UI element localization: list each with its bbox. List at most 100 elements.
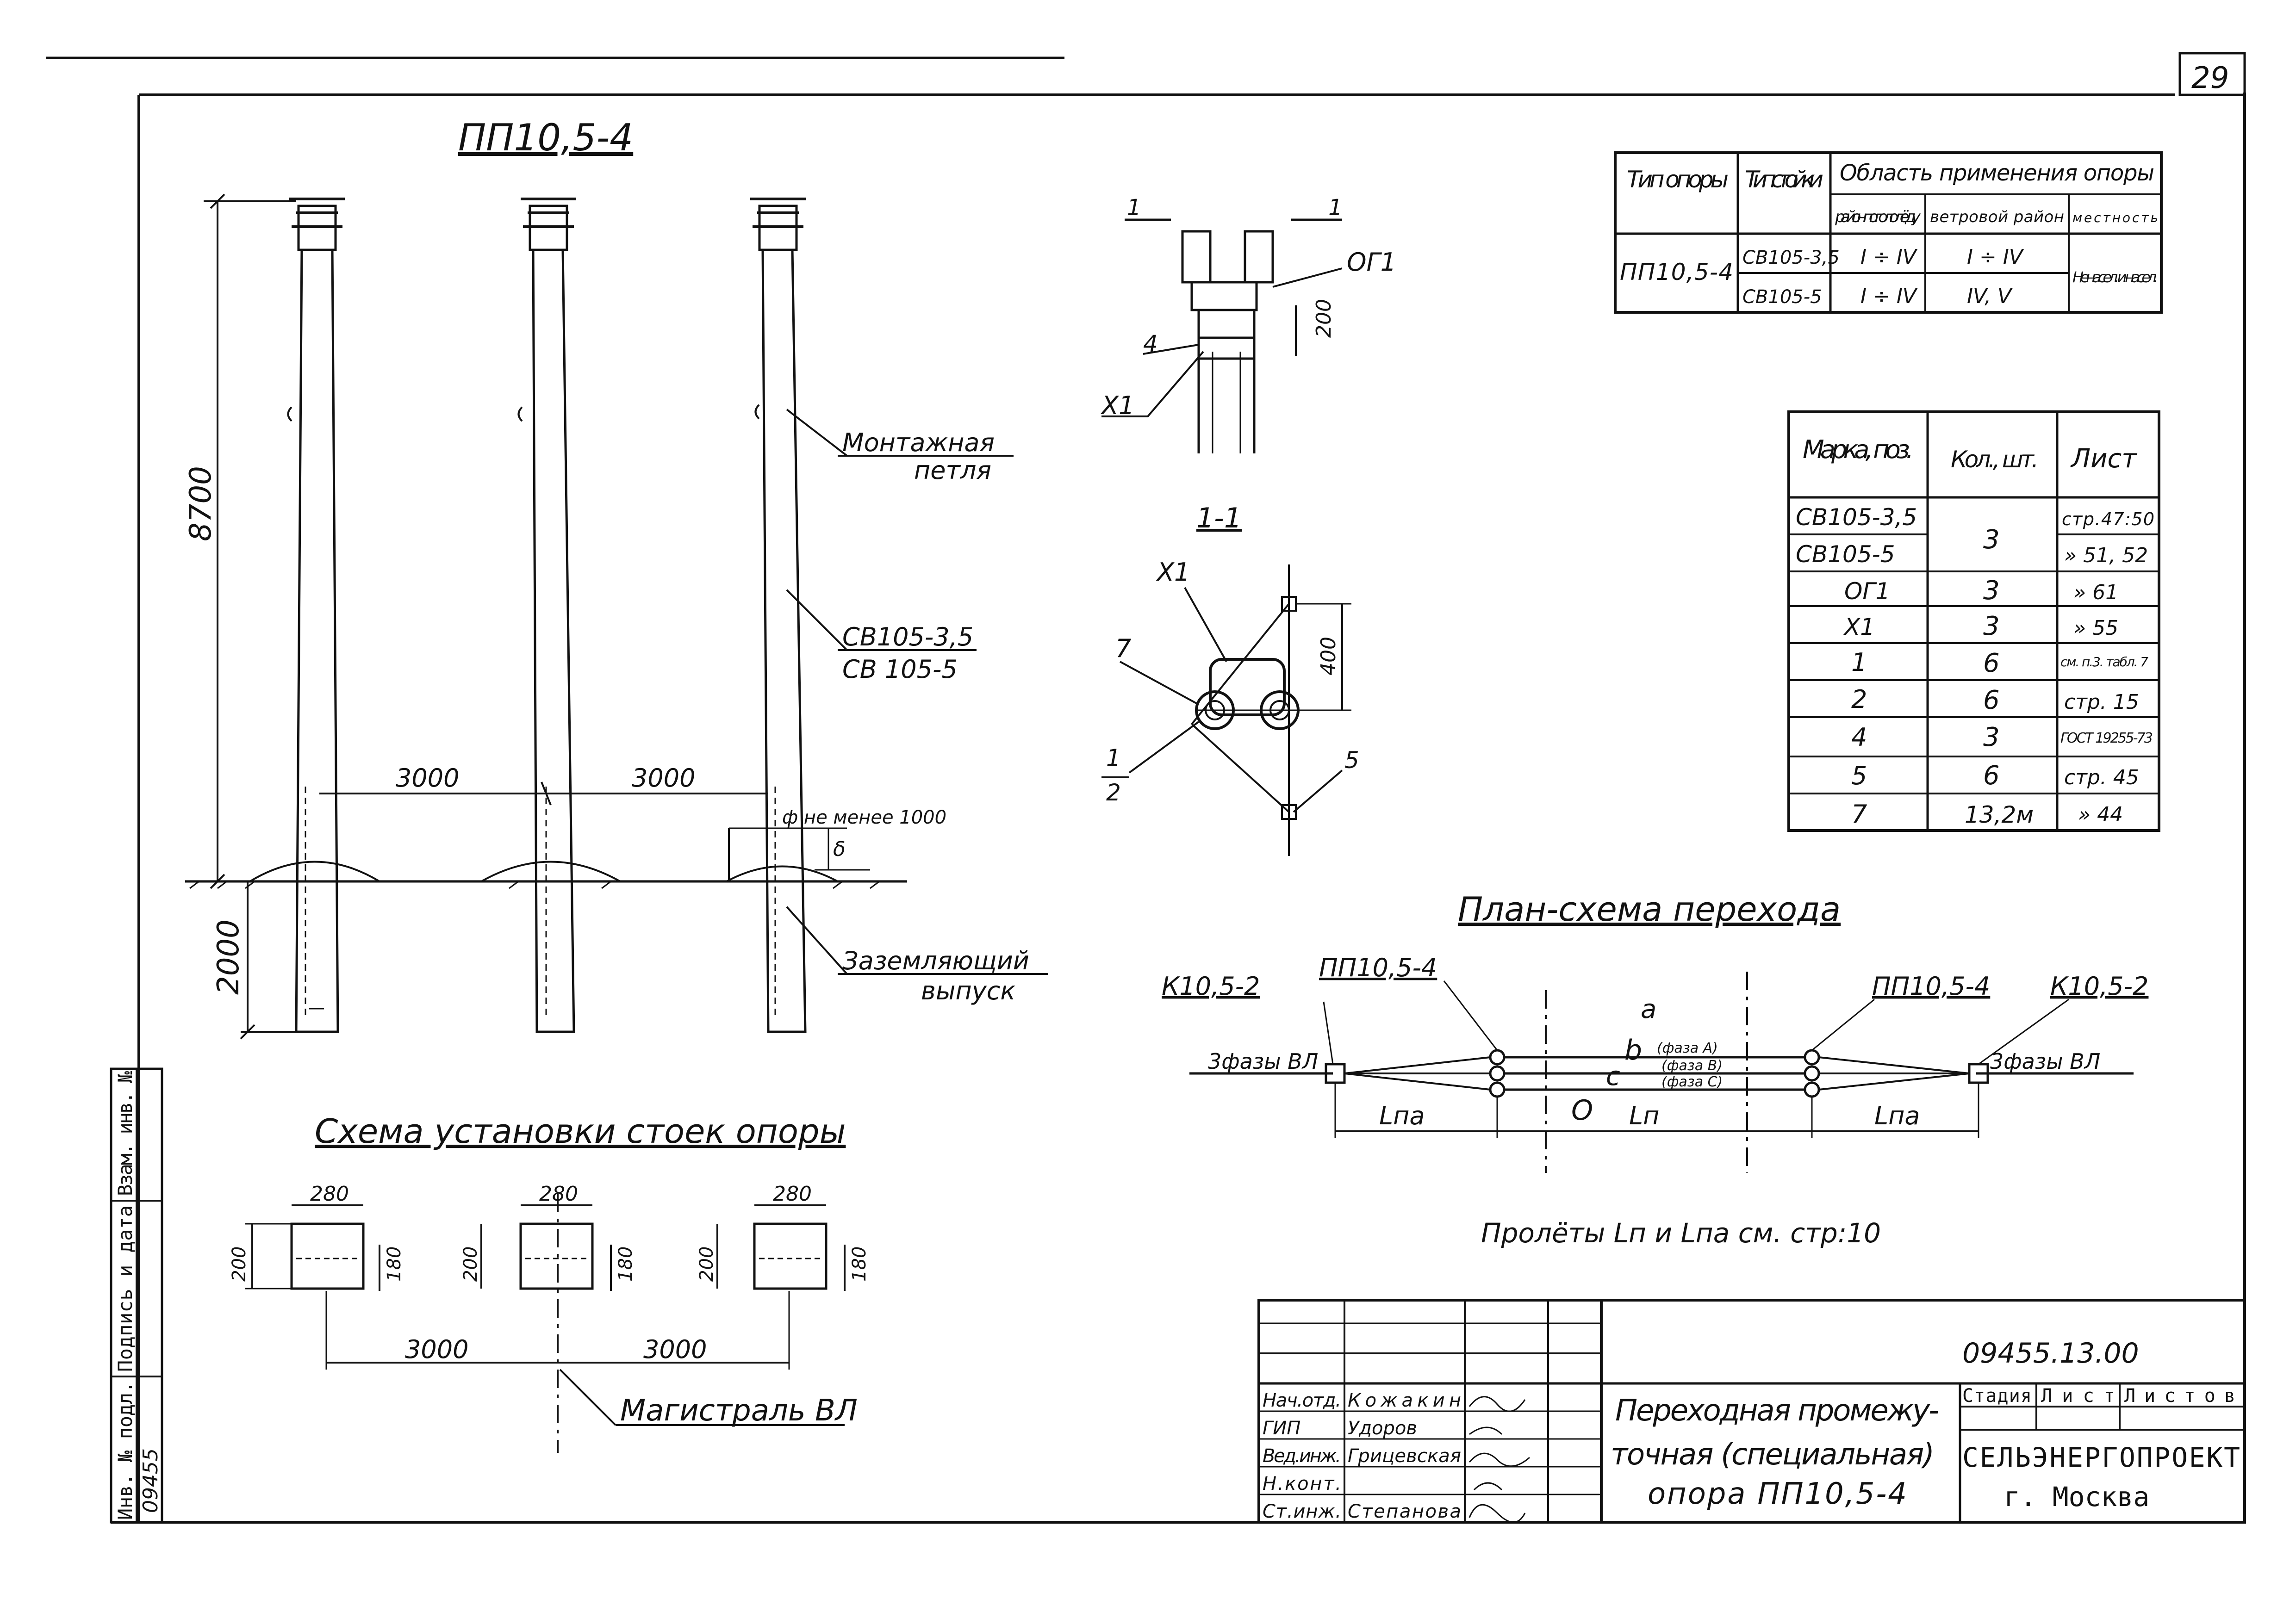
t2-qty-5: 6 — [1983, 648, 2000, 678]
stand-type-2: СВ 105-5 — [842, 655, 958, 684]
stamp-sign-date: Подпись и дата — [114, 1205, 137, 1372]
view-mark-left: 1 — [1127, 195, 1141, 221]
t2-qty-9: 13,2м — [1965, 801, 2034, 828]
name-5: Степанова — [1348, 1501, 1461, 1522]
delta-label: δ — [833, 837, 846, 861]
t2-mark-6: 2 — [1851, 685, 1867, 714]
pp-left: ПП10,5-4 — [1319, 953, 1437, 982]
stamp-inv-value: 09455 — [139, 1448, 162, 1513]
t2-sheet-5: см. п.3. табл. 7 — [2060, 654, 2148, 670]
t1-h-ice: район по гололёду — [1835, 208, 1921, 226]
t1-h-terrain: местность — [2072, 210, 2158, 225]
name-1: Кожакин — [1348, 1390, 1461, 1411]
section-1-1: 1-1 400 Х1 7 1 2 5 — [1101, 502, 1359, 856]
org-city: г. Москва — [2004, 1481, 2149, 1513]
sheets-label: Листов — [2124, 1385, 2235, 1407]
span-2: 3000 — [643, 1335, 707, 1364]
lp-label: Lп — [1629, 1101, 1659, 1130]
span-1: 3000 — [405, 1335, 468, 1364]
phases-left: 3фазы ВЛ — [1208, 1049, 1318, 1074]
t1-ice-1: I ÷ IV — [1860, 245, 1918, 269]
plan-scheme: План-схема перехода К10,5-2 ПП10,5-4 ПП1… — [1162, 890, 2148, 1249]
t1-ice-2: I ÷ IV — [1860, 285, 1918, 308]
name-3: Грицевская — [1348, 1445, 1461, 1467]
og1-label: ОГ1 — [1347, 248, 1396, 277]
ground-outlet-2: выпуск — [921, 976, 1015, 1005]
desc-line-3: опора ПП10,5-4 — [1648, 1477, 1907, 1511]
pole-2 — [521, 198, 576, 1033]
signatures — [1468, 1396, 1530, 1523]
t2-qty-1: 3 — [1983, 525, 2000, 555]
section-title: 1-1 — [1196, 502, 1242, 534]
loop-2 — [517, 406, 523, 422]
role-2: ГИП — [1263, 1418, 1300, 1439]
t2-mark-7: 4 — [1851, 723, 1867, 752]
view-mark-right: 1 — [1328, 195, 1343, 221]
stand-type-1: СВ105-3,5 — [842, 622, 973, 651]
install-title: Схема установки стоек опоры — [315, 1112, 846, 1151]
t1-h-type: Тип опоры — [1627, 166, 1729, 193]
poles-elevation: 8700 2000 3000 3000 ф не менее 1000 δ Мо… — [184, 193, 1048, 1040]
t2-sheet-7: ГОСТ 19255-73 — [2060, 730, 2153, 746]
t2-mark-8: 5 — [1851, 761, 1867, 790]
install-scheme: Схема установки стоек опоры 280 200 180 … — [229, 1112, 870, 1453]
part-7-label: 7 — [1115, 634, 1131, 663]
height-dim: 8700 — [184, 466, 218, 541]
x1-label-top: Х1 — [1100, 391, 1134, 420]
phase-c: (фаза С) — [1661, 1074, 1723, 1090]
mound-2 — [481, 861, 621, 882]
span-left: 3000 — [396, 763, 459, 793]
t2-qty-8: 6 — [1983, 761, 2000, 791]
t2-mark-5: 1 — [1851, 648, 1867, 677]
pole-3 — [750, 198, 807, 1033]
t1-h-area: Область применения опоры — [1840, 160, 2154, 186]
t2-sheet-2: » 51, 52 — [2064, 544, 2148, 567]
t2-mark-1: СВ105-3,5 — [1796, 504, 1917, 531]
phase-b: (фаза В) — [1661, 1058, 1723, 1074]
montazh-loop-label-1: Монтажная — [842, 428, 995, 457]
role-3: Вед.инж. — [1263, 1445, 1341, 1467]
span-right: 3000 — [632, 763, 695, 793]
t1-wind-2: IV, V — [1967, 285, 2013, 308]
phase-a: (фаза А) — [1657, 1040, 1718, 1056]
t2-sheet-9: » 44 — [2078, 803, 2123, 826]
t2-qty-6: 6 — [1983, 685, 2000, 715]
main-title: ПП10,5-4 — [458, 116, 633, 159]
plan-title: План-схема перехода — [1458, 890, 1841, 929]
h-1: 200 — [229, 1246, 250, 1282]
h-2: 200 — [460, 1246, 481, 1282]
t2-sheet-8: стр. 45 — [2064, 766, 2139, 789]
montazh-loop-label-2: петля — [914, 456, 991, 485]
application-table: Тип опоры Тип стойки Область применения … — [1614, 151, 2163, 314]
letter-o: О — [1571, 1094, 1593, 1127]
ground-outlet-1: Заземляющий — [842, 946, 1029, 975]
part-5-label: 5 — [1344, 747, 1359, 774]
name-2: Удоров — [1348, 1418, 1417, 1439]
main-line-label: Магистраль ВЛ — [620, 1394, 858, 1428]
t2-qty-3: 3 — [1983, 576, 2000, 606]
inner-1: 180 — [384, 1246, 405, 1282]
t2-qty-4: 3 — [1983, 611, 2000, 641]
lpa-left: Lпа — [1379, 1101, 1425, 1130]
inner-3: 180 — [849, 1246, 870, 1282]
t1-terrain: Ненасел. и насел. — [2072, 268, 2158, 286]
phases-right: 3фазы ВЛ — [1990, 1049, 2100, 1074]
stage-label: Стадия — [1962, 1385, 2032, 1407]
pp-right: ПП10,5-4 — [1872, 972, 1990, 1001]
t2-h-qty: Кол., шт. — [1951, 446, 2039, 473]
t2-sheet-6: стр. 15 — [2064, 690, 2139, 714]
title-block: 09455.13.00 Нач.отд. ГИП Вед.инж. Н.конт… — [1257, 1299, 2246, 1524]
t2-mark-4: Х1 — [1843, 614, 1875, 640]
sheet-label: Лист — [2041, 1385, 2115, 1407]
letter-a: а — [1641, 994, 1656, 1024]
t1-wind-1: I ÷ IV — [1967, 245, 2024, 269]
specification-table: Марка, поз. Кол., шт. Лист СВ105-3,5 СВ1… — [1787, 410, 2160, 832]
mound-3 — [726, 865, 838, 882]
depth-dim: 2000 — [212, 919, 246, 995]
desc-line-2: точная (специальная) — [1611, 1438, 1935, 1472]
t1-stand-1: СВ105-3,5 — [1742, 247, 1840, 268]
letter-c: с — [1606, 1061, 1620, 1091]
spans-note: Пролёты Lп и Lпа см. стр:10 — [1481, 1217, 1881, 1249]
stamp-replace-inv: Взам. инв. № — [114, 1071, 137, 1196]
